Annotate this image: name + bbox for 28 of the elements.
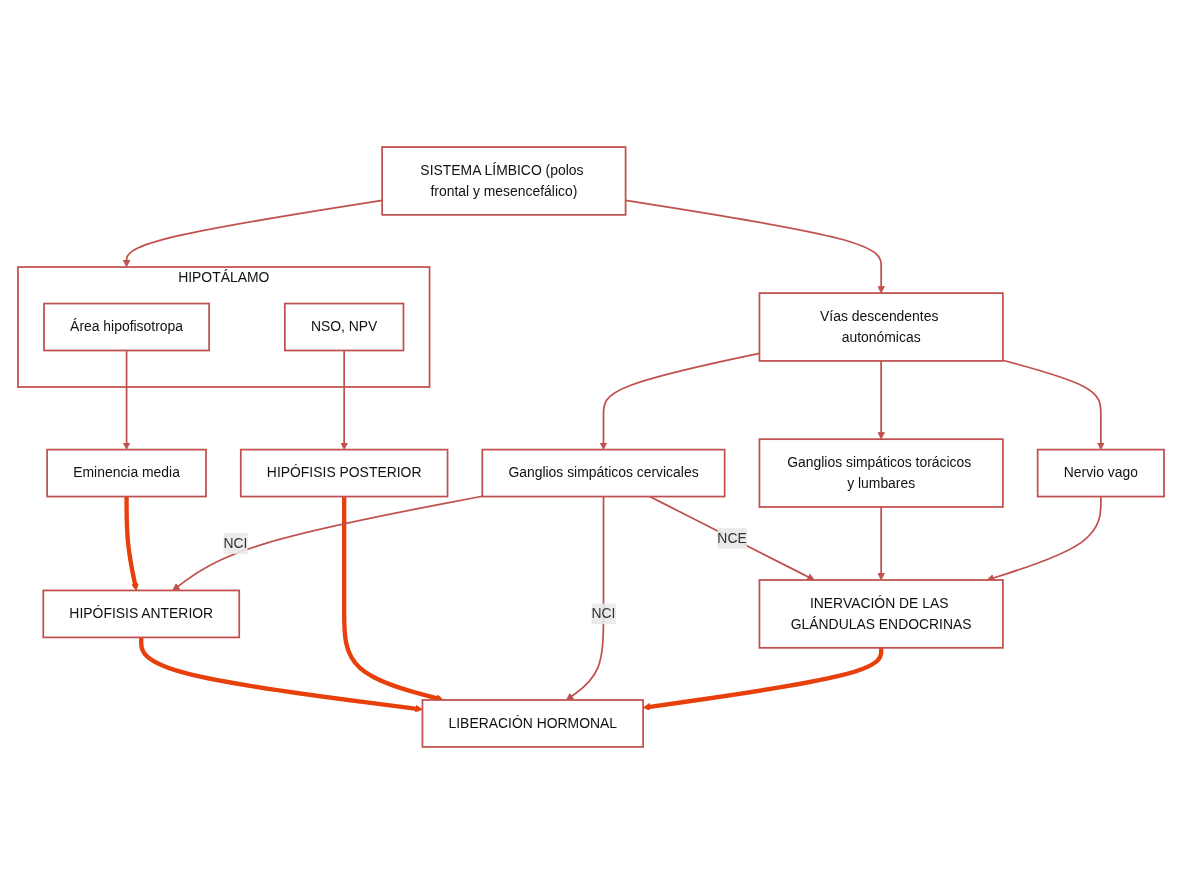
arrow (139, 637, 423, 713)
node-box: Ganglios simpáticos torácicos y lumbares (758, 438, 1004, 508)
node-box: INERVACIÓN DE LAS GLÁNDULAS ENDOCRINAS (758, 579, 1004, 649)
arrow (648, 495, 815, 581)
arrow (122, 199, 383, 268)
node-box: SISTEMA LÍMBICO (polos frontal y mesencefálico) (381, 146, 627, 216)
arrow (340, 349, 348, 450)
node-box: Área hipofisotropa (43, 302, 210, 352)
node-box: HIPÓFISIS ANTERIOR (42, 589, 241, 639)
edge-label: NCI (223, 535, 248, 551)
arrow (124, 496, 139, 591)
node-box: Nervio vago (1036, 448, 1165, 498)
edge-label: NCI (591, 606, 616, 621)
arrow (1002, 359, 1105, 450)
arrow (172, 495, 484, 591)
arrow (342, 496, 444, 702)
node-box: LIBERACIÓN HORMONAL (421, 699, 644, 748)
arrow (877, 360, 885, 440)
node-box: Eminencia media (46, 448, 207, 498)
node-box: Ganglios simpáticos cervicales (481, 448, 726, 498)
arrow (565, 495, 605, 701)
node-box: Vías descendentes autonómicas (758, 292, 1004, 362)
node-box: NSO, NPV (283, 302, 405, 352)
arrow (877, 506, 885, 581)
edge-label: NCE (717, 530, 747, 546)
arrow (986, 495, 1102, 582)
node-box: HIPÓFISIS POSTERIOR (239, 448, 449, 498)
arrow (122, 349, 131, 450)
